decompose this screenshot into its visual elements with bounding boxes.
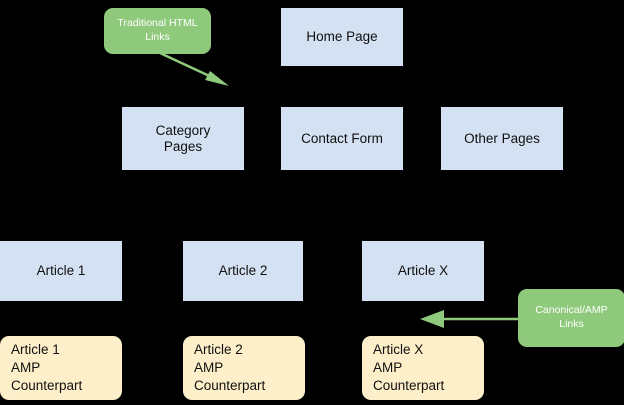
callout-traditional-html-links[interactable]: Traditional HTML Links xyxy=(104,8,211,54)
node-article-x-amp-counterpart[interactable]: Article X AMP Counterpart xyxy=(362,336,484,400)
node-home-page[interactable]: Home Page xyxy=(281,8,403,66)
node-article-2-amp-counterpart[interactable]: Article 2 AMP Counterpart xyxy=(183,336,305,400)
node-contact-form[interactable]: Contact Form xyxy=(281,107,403,170)
node-other-pages[interactable]: Other Pages xyxy=(441,107,563,170)
callout-canonical-amp-links[interactable]: Canonical/AMP Links xyxy=(518,289,624,347)
node-article-x[interactable]: Article X xyxy=(362,241,484,301)
arrow-canonical-amp-links xyxy=(420,310,519,328)
node-article-1[interactable]: Article 1 xyxy=(0,241,122,301)
arrow-traditional-html-links xyxy=(159,51,229,86)
node-article-2[interactable]: Article 2 xyxy=(183,241,303,301)
node-category-pages[interactable]: Category Pages xyxy=(122,107,244,170)
node-article-1-amp-counterpart[interactable]: Article 1 AMP Counterpart xyxy=(0,336,122,400)
